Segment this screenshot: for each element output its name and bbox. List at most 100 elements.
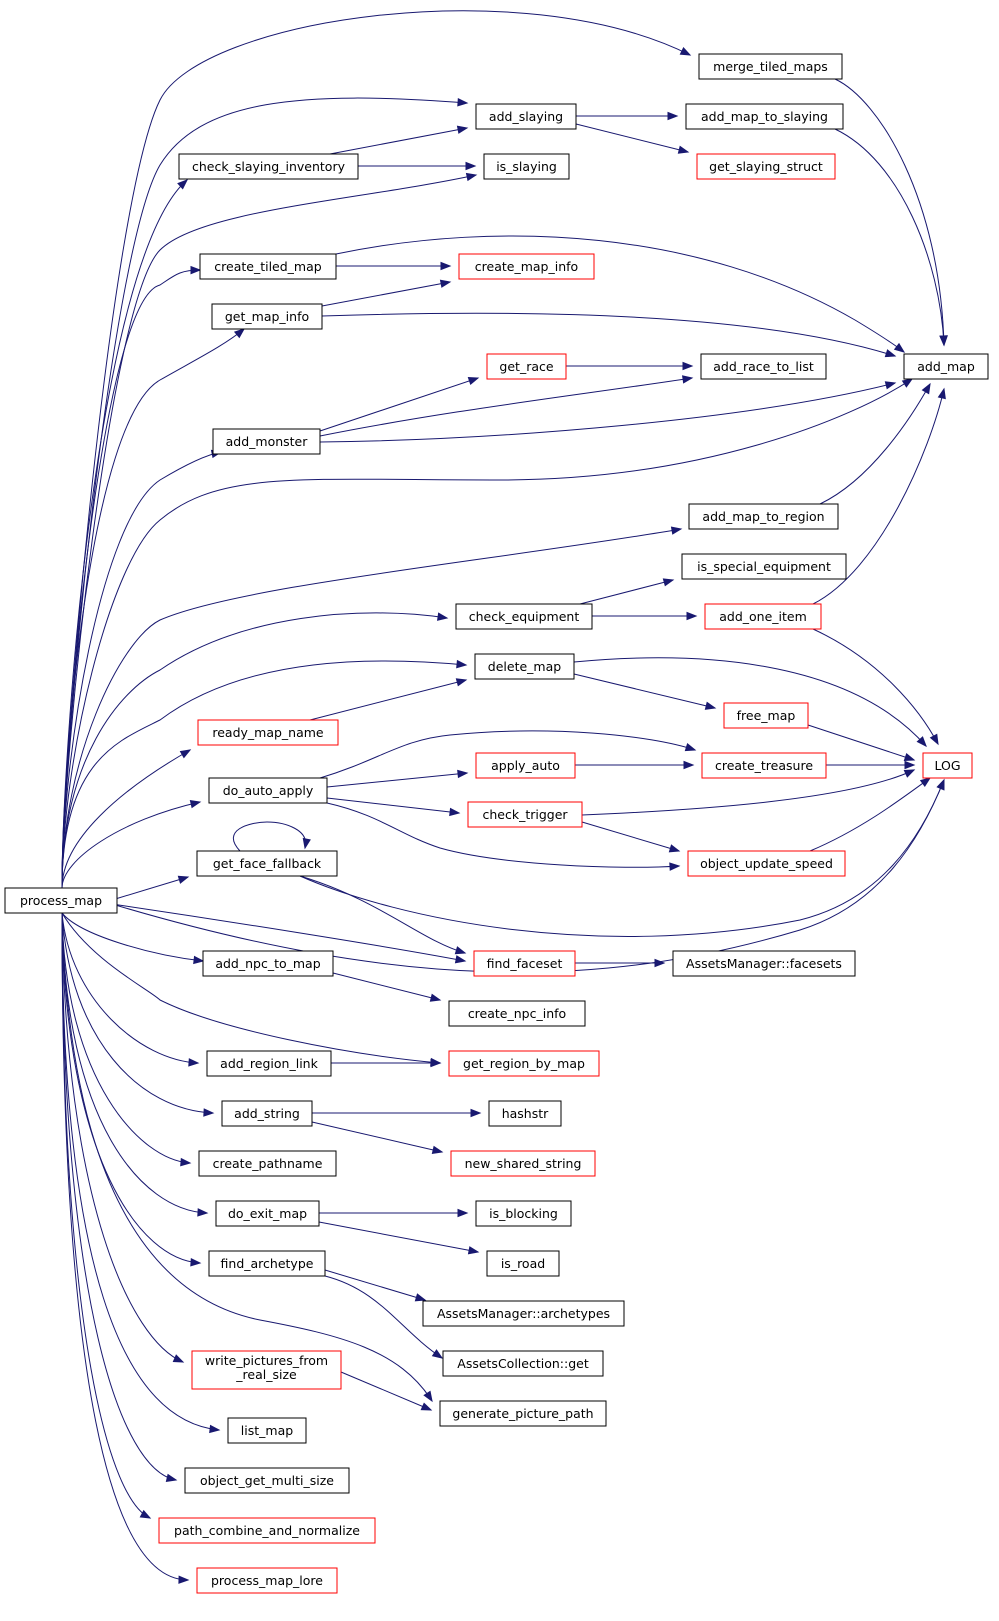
- node-assetsmanager-facesets[interactable]: AssetsManager::facesets: [672, 950, 856, 977]
- node-add-race-to-list[interactable]: add_race_to_list: [700, 353, 827, 380]
- edge-line: [299, 779, 945, 937]
- edge-arrowhead: [457, 98, 469, 107]
- node-write-pictures-from-real-size[interactable]: write_pictures_from_real_size: [191, 1350, 342, 1390]
- node-create-tiled-map[interactable]: create_tiled_map: [199, 253, 337, 280]
- node-box: [483, 153, 570, 180]
- node-get-face-fallback[interactable]: get_face_fallback: [196, 850, 338, 877]
- edge-process_map-to-add_map_to_region: [61, 526, 683, 889]
- edge-arrowhead: [179, 749, 192, 759]
- node-add-map-to-region[interactable]: add_map_to_region: [688, 503, 839, 530]
- node-do-exit-map[interactable]: do_exit_map: [215, 1200, 320, 1227]
- node-label: create_tiled_map: [214, 259, 321, 274]
- node-add-monster[interactable]: add_monster: [212, 428, 321, 455]
- node-label: create_pathname: [213, 1156, 323, 1171]
- node-add-map-to-slaying[interactable]: add_map_to_slaying: [685, 103, 844, 130]
- node-list-map[interactable]: list_map: [227, 1417, 307, 1444]
- node-delete-map[interactable]: delete_map: [474, 653, 575, 680]
- edge-process_map-to-add_string: [61, 912, 215, 1117]
- node-check-trigger[interactable]: check_trigger: [467, 801, 583, 828]
- node-box: [184, 1467, 350, 1494]
- node-label: check_trigger: [482, 807, 568, 822]
- edge-get_race-to-add_race_to_list: [566, 361, 694, 371]
- node-path-combine-and-normalize[interactable]: path_combine_and_normalize: [158, 1517, 376, 1544]
- node-merge-tiled-maps[interactable]: merge_tiled_maps: [698, 53, 843, 80]
- node-assetsmanager-archetypes[interactable]: AssetsManager::archetypes: [422, 1300, 625, 1327]
- edge-line: [579, 579, 674, 605]
- edge-line: [61, 328, 245, 889]
- node-is-road[interactable]: is_road: [486, 1250, 560, 1277]
- edge-arrowhead: [682, 361, 694, 371]
- node-process-map[interactable]: process_map: [4, 887, 118, 914]
- node-box: [458, 253, 595, 280]
- node-add-map[interactable]: add_map: [903, 353, 989, 380]
- edge-arrowhead: [302, 837, 311, 850]
- edge-arrowhead: [467, 376, 480, 386]
- edge-merge_tiled_maps-to-add_map: [834, 78, 948, 347]
- edge-apply_auto-to-create_treasure: [575, 760, 695, 770]
- node-apply-auto[interactable]: apply_auto: [475, 752, 576, 779]
- node-box: [475, 752, 576, 779]
- node-label: generate_picture_path: [452, 1406, 593, 1421]
- node-find-faceset[interactable]: find_faceset: [473, 950, 576, 977]
- node-object-get-multi-size[interactable]: object_get_multi_size: [184, 1467, 350, 1494]
- edge-add_slaying-to-add_map_to_slaying: [576, 111, 679, 121]
- node-box: [227, 1417, 307, 1444]
- edge-add_region_link-to-get_region_by_map: [331, 1058, 442, 1068]
- node-create-map-info[interactable]: create_map_info: [458, 253, 595, 280]
- edge-arrowhead: [457, 1208, 469, 1218]
- node-box: [475, 1200, 572, 1227]
- node-check-equipment[interactable]: check_equipment: [455, 603, 593, 630]
- node-get-region-by-map[interactable]: get_region_by_map: [448, 1050, 600, 1077]
- node-box: [215, 1200, 320, 1227]
- edge-arrowhead: [203, 1108, 215, 1117]
- edge-add_map_to_slaying-to-add_map: [834, 128, 948, 347]
- edge-get_face_fallback-to-get_face_fallback: [232, 821, 311, 852]
- node-add-slaying[interactable]: add_slaying: [475, 103, 577, 130]
- node-label: free_map: [737, 708, 796, 723]
- edge-do_exit_map-to-is_road: [318, 1221, 480, 1255]
- node-generate-picture-path[interactable]: generate_picture_path: [439, 1400, 607, 1427]
- node-create-npc-info[interactable]: create_npc_info: [448, 1000, 586, 1027]
- node-get-race[interactable]: get_race: [486, 353, 567, 380]
- edge-line: [319, 382, 896, 443]
- node-process-map-lore[interactable]: process_map_lore: [196, 1567, 338, 1594]
- node-object-update-speed[interactable]: object_update_speed: [687, 850, 846, 877]
- node-get-map-info[interactable]: get_map_info: [211, 303, 323, 330]
- node-log[interactable]: LOG: [922, 752, 973, 779]
- node-box: [475, 103, 577, 130]
- node-is-slaying[interactable]: is_slaying: [483, 153, 570, 180]
- node-do-auto-apply[interactable]: do_auto_apply: [208, 777, 328, 804]
- node-add-region-link[interactable]: add_region_link: [206, 1050, 332, 1077]
- edge-arrowhead: [929, 733, 939, 746]
- node-assetscollection-get[interactable]: AssetsCollection::get: [442, 1350, 604, 1377]
- edge-arrowhead: [457, 769, 469, 779]
- node-check-slaying-inventory[interactable]: check_slaying_inventory: [178, 153, 359, 180]
- node-new-shared-string[interactable]: new_shared_string: [450, 1150, 596, 1177]
- edge-arrowhead: [188, 1058, 200, 1067]
- node-add-string[interactable]: add_string: [221, 1100, 313, 1127]
- node-add-one-item[interactable]: add_one_item: [704, 603, 822, 630]
- edge-arrowhead: [465, 161, 477, 171]
- node-label: get_map_info: [225, 309, 309, 324]
- node-create-pathname[interactable]: create_pathname: [198, 1150, 337, 1177]
- node-is-special-equipment[interactable]: is_special_equipment: [681, 553, 847, 580]
- node-box: [450, 1150, 596, 1177]
- node-find-archetype[interactable]: find_archetype: [208, 1250, 326, 1277]
- edge-add_npc_to_map-to-create_npc_info: [332, 972, 442, 1002]
- node-box: [191, 1350, 342, 1390]
- node-get-slaying-struct[interactable]: get_slaying_struct: [696, 153, 836, 180]
- edge-arrowhead: [456, 659, 468, 669]
- node-ready-map-name[interactable]: ready_map_name: [197, 719, 339, 746]
- edge-do_auto_apply-to-apply_auto: [326, 769, 469, 788]
- node-label: list_map: [241, 1423, 293, 1438]
- node-box: [488, 1100, 562, 1127]
- edge-object_update_speed-to-LOG: [809, 777, 932, 852]
- node-is-blocking[interactable]: is_blocking: [475, 1200, 572, 1227]
- node-add-npc-to-map[interactable]: add_npc_to_map: [202, 950, 334, 977]
- node-label: create_npc_info: [468, 1006, 566, 1021]
- node-hashstr[interactable]: hashstr: [488, 1100, 562, 1127]
- edge-line: [324, 1269, 426, 1301]
- node-free-map[interactable]: free_map: [723, 702, 809, 729]
- node-create-treasure[interactable]: create_treasure: [701, 752, 827, 779]
- edge-line: [61, 612, 448, 889]
